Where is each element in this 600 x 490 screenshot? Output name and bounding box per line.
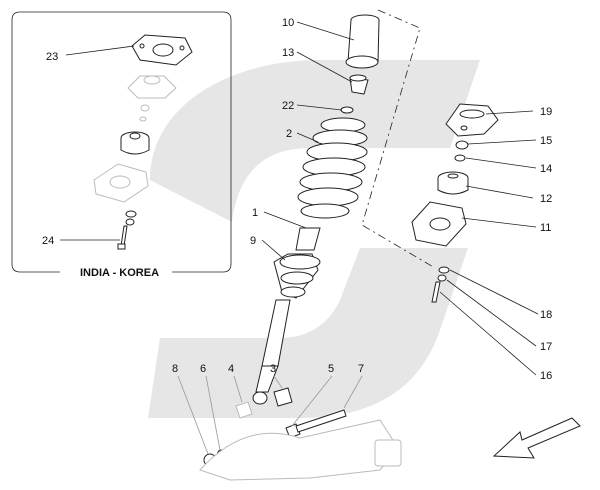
callout-15: 15 bbox=[540, 135, 552, 147]
callout-2: 2 bbox=[286, 128, 292, 140]
bolt-16 bbox=[431, 281, 441, 303]
callout-17: 17 bbox=[540, 341, 552, 353]
callout-23: 23 bbox=[46, 51, 58, 63]
coil-spring bbox=[297, 117, 368, 219]
callout-5: 5 bbox=[328, 363, 334, 375]
damper-body bbox=[252, 227, 321, 405]
washer-14 bbox=[454, 154, 466, 162]
callout-4: 4 bbox=[228, 363, 234, 375]
inset-bump-stop bbox=[120, 131, 150, 155]
inset-bolt bbox=[117, 225, 128, 250]
inset-nut-stack bbox=[139, 104, 150, 122]
lower-bushings bbox=[235, 387, 293, 419]
washers-18-17 bbox=[437, 266, 450, 282]
callout-8: 8 bbox=[172, 363, 178, 375]
washer-22 bbox=[340, 106, 354, 114]
callout-18: 18 bbox=[540, 309, 552, 321]
callout-12: 12 bbox=[540, 193, 552, 205]
callout-16: 16 bbox=[540, 370, 552, 382]
callout-3: 3 bbox=[270, 363, 276, 375]
bump-stop-nut bbox=[349, 74, 369, 95]
direction-arrow-icon bbox=[492, 417, 581, 459]
callout-6: 6 bbox=[200, 363, 206, 375]
callout-11: 11 bbox=[540, 222, 551, 234]
inset-washers bbox=[125, 210, 137, 226]
assembly-axis-line bbox=[361, 9, 436, 269]
callout-22: 22 bbox=[282, 100, 294, 112]
top-mount-19 bbox=[445, 103, 499, 137]
callout-7: 7 bbox=[358, 363, 364, 375]
callout-24: 24 bbox=[42, 235, 54, 247]
inset-top-mount bbox=[127, 75, 177, 99]
leader-lines bbox=[177, 21, 539, 455]
callout-14: 14 bbox=[540, 163, 552, 175]
callout-19: 19 bbox=[540, 106, 552, 118]
spring-seat-11 bbox=[411, 201, 467, 247]
callout-10: 10 bbox=[282, 17, 294, 29]
inset-panel: INDIA - KOREA bbox=[11, 11, 232, 279]
callout-1: 1 bbox=[252, 207, 258, 219]
callout-13: 13 bbox=[282, 47, 294, 59]
inset-spring-seat bbox=[93, 163, 149, 203]
nut-15 bbox=[455, 140, 469, 150]
inset-title: INDIA - KOREA bbox=[80, 267, 159, 279]
callout-9: 9 bbox=[250, 235, 256, 247]
dust-boot bbox=[345, 14, 380, 69]
bearing-12 bbox=[437, 171, 469, 195]
lower-control-arm bbox=[199, 419, 402, 481]
inset-top-mount-plate bbox=[131, 34, 193, 66]
